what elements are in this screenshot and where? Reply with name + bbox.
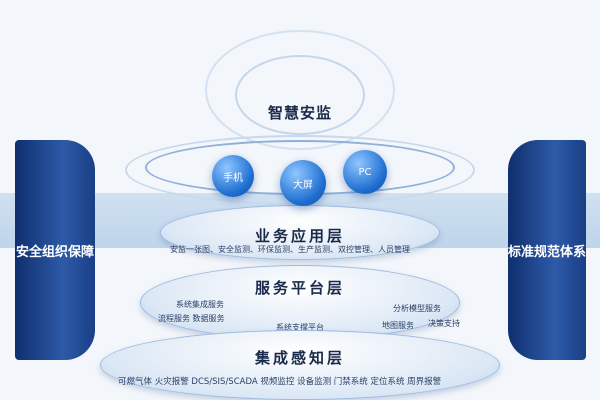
terminal-pc: PC [343,150,387,194]
platform-layer-disc [140,265,460,340]
platform-layer-title: 服务平台层 [254,279,345,297]
terminal-mobile: 手机 [212,155,254,197]
platform-left-1: 系统集成服务 [176,300,224,309]
main-title: 智慧安监 [267,104,332,122]
terminal-bigscreen: 大屏 [280,160,326,206]
perception-layer-disc [100,330,500,400]
perception-layer-title: 集成感知层 [254,349,345,367]
perception-layer-items: 可燃气体 火灾报警 DCS/SIS/SCADA 视频监控 设备监测 门禁系统 定… [118,377,442,387]
platform-right-2: 地图服务 [382,321,414,330]
top-arc-inner [235,55,365,135]
right-panel: 标准规范体系 [508,140,586,360]
platform-left-2: 流程服务 数据服务 [158,314,225,323]
platform-right-1: 分析模型服务 [393,304,441,313]
left-panel: 安全组织保障 [15,140,95,360]
application-layer-items: 安监一张图、安全监测、环保监测、生产监测、双控管理、人员管理 [170,245,410,254]
application-layer-title: 业务应用层 [254,227,345,245]
platform-center: 系统支撑平台 [276,323,324,332]
platform-right-3: 决策支持 [428,319,460,328]
